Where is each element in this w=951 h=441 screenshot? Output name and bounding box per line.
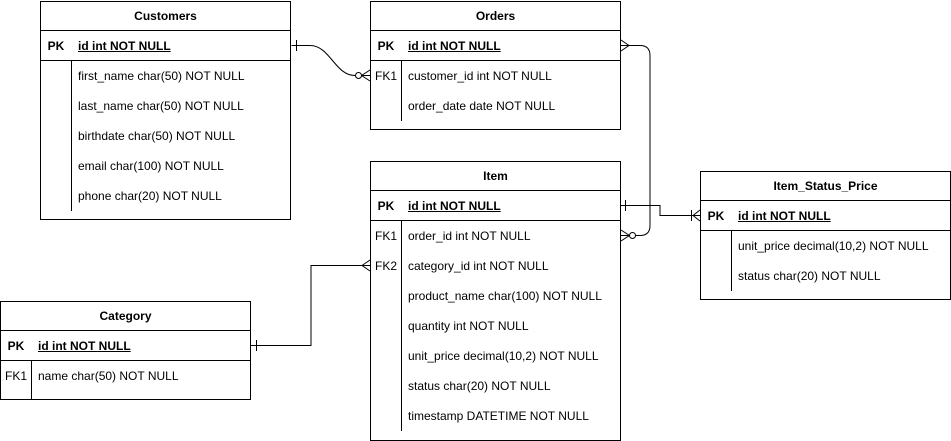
field-list: FK1 customer_id int NOT NULL order_date … xyxy=(371,61,620,121)
field-name: last_name char(50) NOT NULL xyxy=(78,99,244,113)
entity-title: Item_Status_Price xyxy=(701,172,950,201)
column-divider xyxy=(71,61,72,211)
field-name: id int NOT NULL xyxy=(408,199,501,213)
field-name: id int NOT NULL xyxy=(78,39,171,53)
field-row[interactable]: FK1 name char(50) NOT NULL xyxy=(1,361,250,391)
field-name: first_name char(50) NOT NULL xyxy=(78,69,245,83)
connector-customers-orders[interactable] xyxy=(291,40,371,82)
entity-orders[interactable]: Orders PK id int NOT NULL FK1 customer_i… xyxy=(370,1,621,130)
key-label: FK1 xyxy=(374,69,397,83)
field-list: FK1 order_id int NOT NULL FK2 category_i… xyxy=(371,221,620,431)
entity-item-status-price[interactable]: Item_Status_Price PK id int NOT NULL uni… xyxy=(700,171,951,300)
entity-customers[interactable]: Customers PK id int NOT NULL first_name … xyxy=(40,1,291,220)
column-divider xyxy=(731,231,732,291)
pk-row[interactable]: PK id int NOT NULL xyxy=(701,201,950,231)
field-name: name char(50) NOT NULL xyxy=(38,369,179,383)
field-row[interactable]: email char(100) NOT NULL xyxy=(41,151,290,181)
key-label: FK1 xyxy=(374,229,397,243)
key-label xyxy=(371,91,401,121)
field-name: unit_price decimal(10,2) NOT NULL xyxy=(738,239,929,253)
key-label xyxy=(371,311,401,341)
pk-row[interactable]: PK id int NOT NULL xyxy=(371,31,620,61)
key-label xyxy=(371,401,401,431)
key-label xyxy=(371,281,401,311)
key-label xyxy=(41,181,71,211)
key-label: PK xyxy=(707,209,725,223)
field-list: first_name char(50) NOT NULL last_name c… xyxy=(41,61,290,211)
field-row[interactable]: status char(20) NOT NULL xyxy=(371,371,620,401)
field-row[interactable]: unit_price decimal(10,2) NOT NULL xyxy=(371,341,620,371)
field-list: unit_price decimal(10,2) NOT NULL status… xyxy=(701,231,950,291)
column-divider xyxy=(31,361,32,399)
key-label: PK xyxy=(7,339,25,353)
key-label: PK xyxy=(377,39,395,53)
field-row[interactable]: FK1 order_id int NOT NULL xyxy=(371,221,620,251)
key-label xyxy=(41,61,71,91)
field-list: FK1 name char(50) NOT NULL xyxy=(1,361,250,399)
column-divider xyxy=(401,61,402,121)
field-name: category_id int NOT NULL xyxy=(408,259,549,273)
key-label xyxy=(41,151,71,181)
key-label: FK1 xyxy=(4,369,27,383)
field-name: id int NOT NULL xyxy=(408,39,501,53)
field-name: customer_id int NOT NULL xyxy=(408,69,552,83)
field-row[interactable]: last_name char(50) NOT NULL xyxy=(41,91,290,121)
connector-orders-item[interactable] xyxy=(620,39,651,242)
field-name: id int NOT NULL xyxy=(738,209,831,223)
field-name: birthdate char(50) NOT NULL xyxy=(78,129,236,143)
entity-title: Orders xyxy=(371,2,620,31)
field-name: product_name char(100) NOT NULL xyxy=(408,289,602,303)
field-name: unit_price decimal(10,2) NOT NULL xyxy=(408,349,599,363)
field-name: order_date date NOT NULL xyxy=(408,99,556,113)
entity-title: Customers xyxy=(41,2,290,31)
field-row[interactable]: FK1 customer_id int NOT NULL xyxy=(371,61,620,91)
field-name: quantity int NOT NULL xyxy=(408,319,529,333)
entity-title: Item xyxy=(371,162,620,191)
field-row[interactable]: first_name char(50) NOT NULL xyxy=(41,61,290,91)
field-name: id int NOT NULL xyxy=(38,339,131,353)
field-row[interactable]: status char(20) NOT NULL xyxy=(701,261,950,291)
field-row[interactable]: unit_price decimal(10,2) NOT NULL xyxy=(701,231,950,261)
connector-item-item-status-price[interactable] xyxy=(621,200,701,222)
entity-category[interactable]: Category PK id int NOT NULL FK1 name cha… xyxy=(0,301,251,400)
entity-item[interactable]: Item PK id int NOT NULL FK1 order_id int… xyxy=(370,161,621,441)
field-row[interactable]: phone char(20) NOT NULL xyxy=(41,181,290,211)
field-row[interactable]: order_date date NOT NULL xyxy=(371,91,620,121)
key-label xyxy=(41,91,71,121)
key-label: PK xyxy=(47,39,65,53)
field-row[interactable]: birthdate char(50) NOT NULL xyxy=(41,121,290,151)
field-name: phone char(20) NOT NULL xyxy=(78,189,222,203)
key-label xyxy=(701,261,731,291)
entity-title: Category xyxy=(1,302,250,331)
key-label xyxy=(701,231,731,261)
key-label: FK2 xyxy=(374,259,397,273)
field-name: email char(100) NOT NULL xyxy=(78,159,224,173)
field-row[interactable]: product_name char(100) NOT NULL xyxy=(371,281,620,311)
field-name: status char(20) NOT NULL xyxy=(408,379,551,393)
connector-category-item[interactable] xyxy=(251,259,371,351)
key-label xyxy=(371,341,401,371)
key-label xyxy=(371,371,401,401)
pk-row[interactable]: PK id int NOT NULL xyxy=(41,31,290,61)
field-name: timestamp DATETIME NOT NULL xyxy=(408,409,589,423)
pk-row[interactable]: PK id int NOT NULL xyxy=(371,191,620,221)
field-name: order_id int NOT NULL xyxy=(408,229,531,243)
field-row[interactable]: FK2 category_id int NOT NULL xyxy=(371,251,620,281)
pk-row[interactable]: PK id int NOT NULL xyxy=(1,331,250,361)
field-row[interactable]: timestamp DATETIME NOT NULL xyxy=(371,401,620,431)
field-row[interactable]: quantity int NOT NULL xyxy=(371,311,620,341)
column-divider xyxy=(401,221,402,431)
field-name: status char(20) NOT NULL xyxy=(738,269,881,283)
key-label xyxy=(41,121,71,151)
key-label: PK xyxy=(377,199,395,213)
